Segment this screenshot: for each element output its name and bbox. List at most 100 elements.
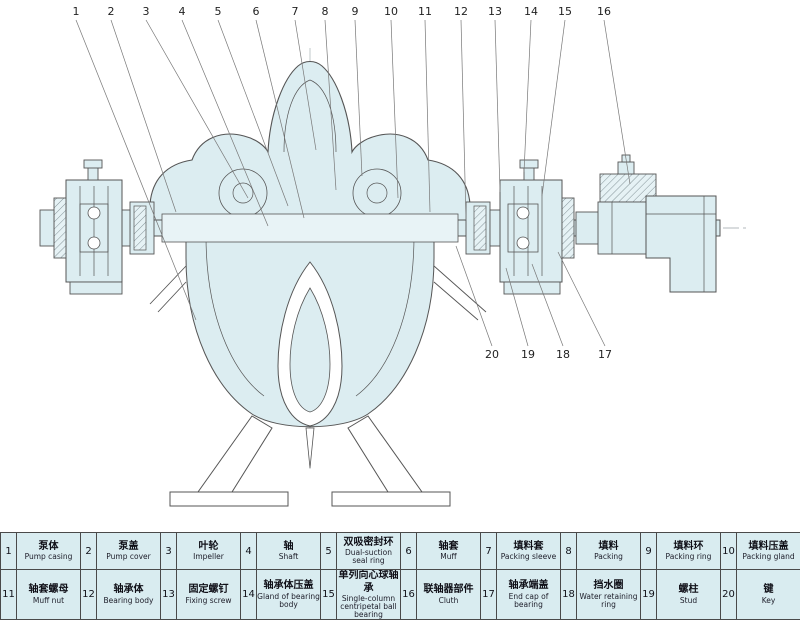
part-number-cell: 14: [241, 570, 257, 620]
part-number-cell: 3: [161, 533, 177, 570]
callout-number: 17: [598, 348, 612, 361]
callout-number: 6: [253, 5, 260, 18]
part-number-cell: 6: [401, 533, 417, 570]
part-name-zh: 轴承体压盖: [257, 580, 320, 593]
right-bearing-assembly: [500, 160, 574, 294]
part-name-en: Shaft: [257, 553, 320, 561]
part-number-cell: 8: [561, 533, 577, 570]
part-name-en: Muff: [417, 553, 480, 561]
part-name-en: Key: [737, 597, 800, 605]
part-name-en: Packing sleeve: [497, 553, 560, 561]
leader-line: [604, 20, 630, 184]
part-name-zh: 固定螺钉: [177, 584, 240, 597]
part-name-en: Dual-suction seal ring: [337, 549, 400, 565]
part-name-en: Packing: [577, 553, 640, 561]
callout-number: 19: [521, 348, 535, 361]
leader-line: [558, 252, 605, 346]
part-name-en: Muff nut: [17, 597, 80, 605]
part-number-cell: 10: [721, 533, 737, 570]
callout-number: 9: [352, 5, 359, 18]
part-name-en: Fixing screw: [177, 597, 240, 605]
part-number-cell: 20: [721, 570, 737, 620]
part-number-cell: 4: [241, 533, 257, 570]
part-number-cell: 11: [1, 570, 17, 620]
callout-number: 20: [485, 348, 499, 361]
leader-line: [456, 246, 492, 346]
callout-number: 7: [292, 5, 299, 18]
part-number-cell: 1: [1, 533, 17, 570]
callout-number: 11: [418, 5, 432, 18]
part-name-en: Water retaining ring: [577, 593, 640, 609]
part-number-cell: 2: [81, 533, 97, 570]
part-name-zh: 轴承端盖: [497, 580, 560, 593]
part-name-zh: 轴套螺母: [17, 584, 80, 597]
leader-line: [495, 20, 500, 192]
callout-number: 14: [524, 5, 538, 18]
part-number-cell: 5: [321, 533, 337, 570]
part-name-en: End cap of bearing: [497, 593, 560, 609]
part-name-en: Packing ring: [657, 553, 720, 561]
part-name-zh: 单列向心球轴承: [337, 570, 400, 595]
part-number-cell: 16: [401, 570, 417, 620]
part-name-en: Cluth: [417, 597, 480, 605]
part-name-en: Bearing body: [97, 597, 160, 605]
part-number-cell: 18: [561, 570, 577, 620]
callout-number: 8: [322, 5, 329, 18]
part-name-zh: 轴承体: [97, 584, 160, 597]
callout-number: 4: [179, 5, 186, 18]
callout-number: 3: [143, 5, 150, 18]
part-number-cell: 12: [81, 570, 97, 620]
part-number-cell: 9: [641, 533, 657, 570]
part-number-cell: 15: [321, 570, 337, 620]
callout-number: 15: [558, 5, 572, 18]
part-number-cell: 13: [161, 570, 177, 620]
part-name-en: Gland of bearing body: [257, 593, 320, 609]
part-number-cell: 17: [481, 570, 497, 620]
part-name-zh: 螺柱: [657, 584, 720, 597]
base-support: [170, 416, 450, 506]
callout-number: 13: [488, 5, 502, 18]
callout-number: 12: [454, 5, 468, 18]
callout-number: 2: [108, 5, 115, 18]
part-name-en: Packing gland: [737, 553, 800, 561]
callout-number: 16: [597, 5, 611, 18]
part-name-zh: 挡水圈: [577, 580, 640, 593]
leader-line: [542, 20, 565, 196]
part-name-en: Stud: [657, 597, 720, 605]
callout-number: 18: [556, 348, 570, 361]
part-number-cell: 19: [641, 570, 657, 620]
callout-number: 1: [73, 5, 80, 18]
part-name-en: Single-column centripetal ball bearing: [337, 595, 400, 619]
part-name-en: Pump casing: [17, 553, 80, 561]
coupling-assembly: [576, 155, 716, 292]
leader-line: [524, 20, 531, 172]
part-name-en: Pump cover: [97, 553, 160, 561]
part-name-zh: 键: [737, 584, 800, 597]
pump-casing-upper: [150, 62, 470, 233]
left-stuffing-box: [120, 202, 154, 254]
part-number-cell: 7: [481, 533, 497, 570]
